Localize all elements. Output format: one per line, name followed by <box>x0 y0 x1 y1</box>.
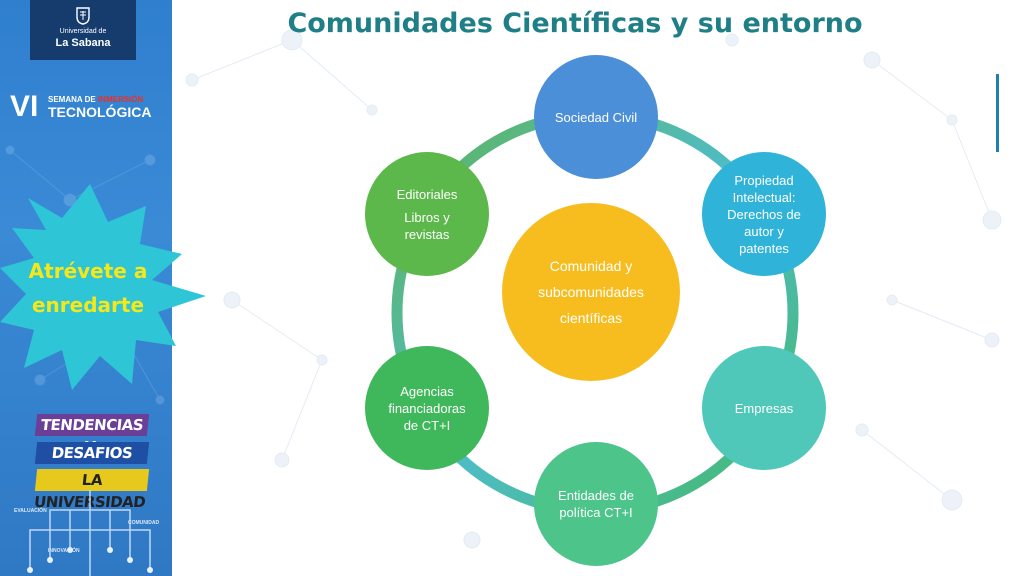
center-node: Comunidad y subcomunidades científicas <box>502 203 680 381</box>
node-label: Derechos de <box>727 206 801 222</box>
event-line1-a: SEMANA DE <box>48 95 98 104</box>
event-line1-b: INMERSIÓN <box>97 95 144 104</box>
node-agencias: Agencias financiadoras de CT+I <box>365 346 489 470</box>
node-entidades-politica: Entidades de política CT+I <box>534 442 658 566</box>
theme-badge: DESAFIOS PARA <box>34 442 150 484</box>
node-label: Sociedad Civil <box>554 109 638 125</box>
node-empresas: Empresas <box>702 346 826 470</box>
node-label: patentes <box>739 240 789 256</box>
event-line2: TECNOLÓGICA <box>48 104 152 120</box>
node-label: de CT+I <box>403 417 451 433</box>
node-label: financiadoras <box>388 400 466 416</box>
tagline-line: enredarte <box>31 293 145 317</box>
node-label: Libros y <box>404 209 450 225</box>
node-editoriales: Editoriales Libros y revistas <box>365 152 489 276</box>
tree-label: EVALUACIÓN <box>14 508 47 514</box>
tree-label: COMUNIDAD <box>128 520 160 526</box>
university-logo: Universidad de La Sabana <box>30 0 136 60</box>
node-label: Propiedad <box>734 172 794 188</box>
node-label: Empresas <box>734 400 794 416</box>
node-label: subcomunidades <box>538 284 644 300</box>
node-sociedad-civil: Sociedad Civil <box>534 55 658 179</box>
page-title: Comunidades Científicas y su entorno <box>287 8 863 39</box>
node-label: autor y <box>744 223 784 239</box>
starburst-shape <box>0 184 206 390</box>
cycle-diagram: Comunidad y subcomunidades científicas S… <box>172 0 1024 576</box>
node-label: Intelectual: <box>732 189 796 205</box>
tree-label: INNOVACIÓN <box>48 548 80 554</box>
node-label: científicas <box>559 310 623 326</box>
node-label: Editoriales <box>396 186 458 202</box>
circuit-tree-icon <box>27 490 153 576</box>
tagline-line: Atrévete a <box>28 259 148 283</box>
crest-icon <box>76 7 90 25</box>
node-propiedad-intelectual: Propiedad Intelectual: Derechos de autor… <box>702 152 826 276</box>
node-label: revistas <box>404 226 450 242</box>
university-name: La Sabana <box>55 37 111 49</box>
node-label: Comunidad y <box>549 258 633 274</box>
theme-badge: LA UNIVERSIDAD <box>33 469 150 511</box>
event-edition: VI <box>10 90 39 123</box>
event-logo: VI SEMANA DE INMERSIÓN TECNOLÓGICA <box>10 90 170 124</box>
background-network <box>185 29 1002 549</box>
university-label-small: Universidad de <box>59 28 107 35</box>
tagline: Atrévete a enredarte <box>8 254 168 322</box>
node-label: Entidades de <box>558 488 634 503</box>
node-label: política CT+I <box>559 505 633 520</box>
event-line1: SEMANA DE INMERSIÓN <box>48 95 143 105</box>
accent-bar <box>996 74 999 152</box>
node-label: Agencias <box>400 383 454 399</box>
theme-badge: TENDENCIAS Y <box>34 414 150 456</box>
